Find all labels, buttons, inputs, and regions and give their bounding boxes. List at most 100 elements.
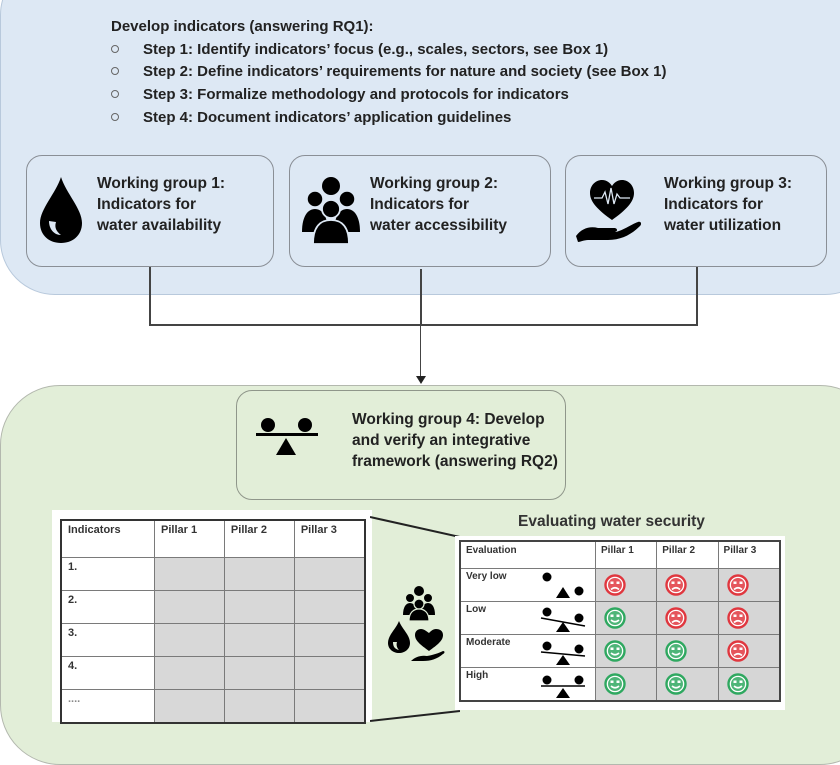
table-row: Low: [459, 601, 781, 635]
happy-face-icon: [604, 673, 626, 695]
water-drop-icon: [388, 621, 410, 653]
header-cell: Evaluation: [459, 540, 596, 569]
bullet-icon: [111, 90, 119, 99]
header-cell: Pillar 3: [293, 519, 366, 558]
header-cell: Pillar 2: [656, 540, 719, 569]
step-label: Step 4: Document indicators’ application…: [143, 109, 512, 126]
pillar-cell: [223, 557, 295, 591]
connector-line: [149, 324, 698, 326]
pillar-evaluation-cell: [717, 568, 781, 602]
evaluation-table-container: Evaluation Pillar 1 Pillar 2 Pillar 3 Ve…: [455, 536, 785, 710]
step-label: Step 2: Define indicators’ requirements …: [143, 63, 667, 80]
pillar-cell: [293, 689, 366, 724]
header-cell: Indicators: [60, 519, 155, 558]
bullet-icon: [111, 113, 119, 122]
table-row: High: [459, 667, 781, 702]
indicator-cell: 4.: [60, 656, 155, 690]
step-label: Step 3: Formalize methodology and protoc…: [143, 86, 569, 103]
working-group-2-box: Working group 2: Indicators for water ac…: [289, 155, 551, 267]
table-header-row: Evaluation Pillar 1 Pillar 2 Pillar 3: [459, 540, 781, 569]
happy-face-icon: [604, 607, 626, 629]
step-item: Step 1: Identify indicators’ focus (e.g.…: [111, 41, 608, 58]
level-cell: High: [459, 667, 596, 702]
sad-face-icon: [726, 640, 749, 662]
balance-tilted-icon: [542, 572, 584, 598]
people-group-icon: [302, 177, 360, 244]
working-group-4-box: Working group 4: Develop and verify an i…: [236, 390, 566, 500]
indicator-cell: 1.: [60, 557, 155, 591]
level-cell: Low: [459, 601, 596, 635]
happy-face-icon: [665, 640, 687, 662]
balance-scale-icon: [256, 418, 318, 455]
table-row: 2.: [60, 590, 366, 624]
happy-face-icon: [665, 673, 687, 695]
develop-indicators-title: Develop indicators (answering RQ1):: [111, 18, 374, 35]
pillar-cell: [293, 656, 366, 690]
table-row: 4.: [60, 656, 366, 690]
sad-face-icon: [604, 574, 626, 596]
working-group-3-box: Working group 3: Indicators for water ut…: [565, 155, 827, 267]
working-group-3-label: Working group 3: Indicators for water ut…: [664, 175, 793, 234]
sad-face-icon: [726, 607, 749, 629]
level-cell: Moderate: [459, 634, 596, 668]
header-cell: Pillar 2: [223, 519, 295, 558]
header-cell: Pillar 1: [154, 519, 225, 558]
pillar-cell: [293, 590, 366, 624]
arrow-down-icon: [416, 376, 426, 384]
pillar-evaluation-cell: [594, 568, 658, 602]
step-item: Step 3: Formalize methodology and protoc…: [111, 86, 569, 103]
pillar-cell: [223, 590, 295, 624]
working-group-1-label: Working group 1: Indicators for water av…: [97, 175, 226, 234]
table-header-row: Indicators Pillar 1 Pillar 2 Pillar 3: [60, 519, 366, 558]
indicator-table: Indicators Pillar 1 Pillar 2 Pillar 3 1.…: [60, 519, 366, 724]
pillar-cell: [293, 557, 366, 591]
pillar-evaluation-cell: [656, 568, 719, 602]
sad-face-icon: [665, 574, 687, 596]
pillar-evaluation-cell: [594, 667, 658, 702]
pillar-cell: [154, 689, 225, 724]
pillar-evaluation-cell: [656, 667, 719, 702]
pillar-evaluation-cell: [656, 634, 719, 668]
indicator-cell: 3.: [60, 623, 155, 657]
people-group-icon: [403, 586, 435, 622]
working-group-1-box: Working group 1: Indicators for water av…: [26, 155, 274, 267]
combined-pillars-icon: [388, 586, 445, 661]
happy-face-icon: [726, 673, 749, 695]
pillar-cell: [223, 623, 295, 657]
balance-tilted-icon: [540, 607, 586, 632]
working-group-2-label: Working group 2: Indicators for water ac…: [370, 175, 507, 234]
pillar-evaluation-cell: [717, 667, 781, 702]
happy-face-icon: [604, 640, 626, 662]
connector-line: [696, 267, 698, 325]
connector-line: [420, 269, 422, 325]
indicator-cell: ....: [60, 689, 155, 724]
table-row: Very low: [459, 568, 781, 602]
pillar-cell: [154, 557, 225, 591]
table-row: ....: [60, 689, 366, 724]
pillar-cell: [154, 656, 225, 690]
pillar-evaluation-cell: [717, 601, 781, 635]
pillar-cell: [154, 590, 225, 624]
bullet-icon: [111, 67, 119, 76]
connector-arrow-line: [420, 325, 422, 377]
table-row: 3.: [60, 623, 366, 657]
bullet-icon: [111, 45, 119, 54]
step-label: Step 1: Identify indicators’ focus (e.g.…: [143, 41, 609, 58]
step-item: Step 4: Document indicators’ application…: [111, 109, 511, 126]
pillar-evaluation-cell: [594, 634, 658, 668]
balance-slight-icon: [540, 641, 586, 665]
working-group-4-label: Working group 4: Develop and verify an i…: [352, 411, 558, 470]
water-drop-icon: [40, 177, 82, 243]
table-row: 1.: [60, 557, 366, 591]
sad-face-icon: [726, 574, 749, 596]
header-cell: Pillar 3: [717, 540, 781, 569]
pillar-cell: [293, 623, 366, 657]
heart-hand-icon: [576, 180, 642, 242]
pillar-evaluation-cell: [656, 601, 719, 635]
indicator-table-container: Indicators Pillar 1 Pillar 2 Pillar 3 1.…: [52, 510, 372, 724]
table-row: Moderate: [459, 634, 781, 668]
header-cell: Pillar 1: [594, 540, 658, 569]
step-item: Step 2: Define indicators’ requirements …: [111, 63, 666, 80]
level-label: Low: [466, 604, 486, 615]
evaluation-title: Evaluating water security: [518, 513, 705, 530]
